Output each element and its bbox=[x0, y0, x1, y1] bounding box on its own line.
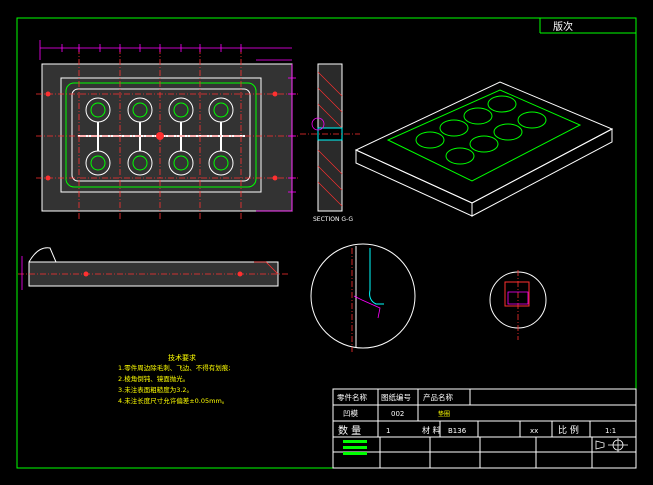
tech-notes-title: 技术要求 bbox=[168, 353, 196, 362]
part-name-value: 凹模 bbox=[343, 408, 358, 418]
material-label: 材 料 bbox=[422, 425, 441, 435]
isometric-view bbox=[354, 81, 614, 217]
tech-note-line: 4.未注长度尺寸允许偏差±0.05mm。 bbox=[118, 396, 228, 405]
scale-value: 1:1 bbox=[605, 427, 616, 435]
xx-value: xx bbox=[530, 427, 538, 435]
corner-tag: 版次 bbox=[553, 20, 573, 33]
detail-view-left bbox=[310, 243, 416, 352]
tech-notes: 技术要求 1.零件周边除毛刺、飞边、不得有划痕; 2.棱角倒钝、镜面抛光。 3.… bbox=[118, 353, 230, 405]
section-view bbox=[300, 63, 360, 212]
drawing-no-value: 002 bbox=[391, 410, 404, 418]
tech-note-line: 2.棱角倒钝、镜面抛光。 bbox=[118, 374, 189, 383]
title-block-text: 零件名称 图纸编号 产品名称 凹模 002 垫圈 数 量 1 材 料 B136 … bbox=[337, 392, 628, 455]
tech-note-line: 3.未注表面粗糙度为3.2。 bbox=[118, 385, 193, 394]
drawing-frame bbox=[16, 17, 637, 469]
scale-label: 比 例 bbox=[558, 424, 579, 436]
detail-view-right bbox=[489, 270, 547, 340]
product-name-label: 产品名称 bbox=[423, 392, 453, 402]
material-value: B136 bbox=[448, 427, 467, 435]
title-block bbox=[332, 388, 637, 469]
drawing-no-label: 图纸编号 bbox=[381, 392, 411, 402]
plan-centerlines bbox=[36, 48, 300, 220]
projection-symbol-icon bbox=[595, 438, 628, 452]
product-name-value: 垫圈 bbox=[438, 410, 450, 418]
company-logo bbox=[343, 440, 367, 455]
part-name-label: 零件名称 bbox=[337, 392, 367, 402]
side-view bbox=[18, 247, 290, 290]
tech-note-line: 1.零件周边除毛刺、飞边、不得有划痕; bbox=[118, 363, 230, 372]
qty-value: 1 bbox=[386, 427, 390, 435]
section-label: SECTION G-G bbox=[313, 216, 353, 223]
plan-dimensions bbox=[39, 40, 296, 212]
corner-holes bbox=[45, 91, 278, 181]
qty-label: 数 量 bbox=[338, 424, 361, 437]
plan-view bbox=[36, 40, 300, 220]
